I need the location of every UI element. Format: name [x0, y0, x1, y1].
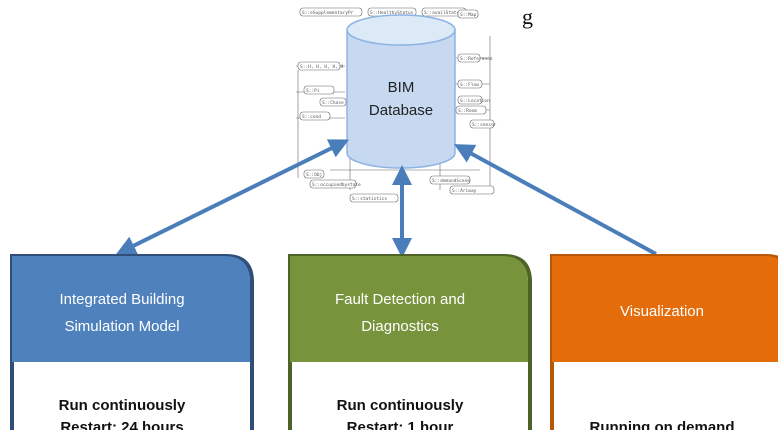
- schema-tag: S::Reference: [457, 53, 493, 63]
- schema-tag-label: S::eSupplementaryPr: [302, 10, 354, 16]
- schema-tag: S::cond: [299, 111, 331, 121]
- card-title-line: Integrated Building: [59, 291, 184, 308]
- card-body-line: Running on demand: [590, 419, 735, 430]
- card-title-line: Fault Detection and: [335, 291, 465, 308]
- schema-tag-label: S::Map: [460, 12, 477, 18]
- bim-database: BIM Database: [346, 14, 456, 169]
- schema-tag: S::occupiedbystate: [309, 179, 361, 189]
- schema-tag-label: S::demandScene: [432, 178, 470, 184]
- card-body-line: Run continuously: [337, 397, 464, 414]
- schema-tag-label: S::Room: [458, 108, 477, 114]
- schema-tag: S::Flow: [457, 79, 483, 89]
- schema-tag: S::Room: [455, 105, 487, 115]
- schema-tag: S::HealthyStatus: [367, 7, 417, 17]
- schema-tag: S::eSupplementaryPr: [299, 7, 363, 17]
- card-body-line: Restart: 24 hours: [60, 419, 183, 430]
- schema-tag: S::sensor: [469, 119, 497, 129]
- header-fragment: g: [522, 4, 533, 29]
- schema-tag: S::Chase: [319, 97, 347, 107]
- card-body-line: Run continuously: [59, 397, 186, 414]
- schema-diagram: S::eSupplementaryPr S::HealthyStatus S::av…: [296, 7, 497, 203]
- schema-tag-label: S::statistics: [352, 196, 388, 202]
- schema-tag-label: S::Obj: [306, 172, 322, 178]
- schema-tag-label: S::sensor: [472, 122, 497, 128]
- schema-tag: S::Map: [457, 9, 479, 19]
- schema-tag-label: S::Chase: [322, 100, 344, 106]
- card-header: [290, 256, 528, 362]
- arrow-visualization: [453, 144, 657, 256]
- arrow-simulation: [115, 139, 350, 255]
- schema-tag: S::Obj: [303, 169, 325, 179]
- schema-tag-label: S::occupiedbystate: [312, 182, 361, 188]
- database-label-line2: Database: [369, 102, 433, 119]
- schema-tag-label: S::availStatus: [424, 10, 462, 16]
- schema-tag-label: S::HealthyStatus: [370, 10, 414, 16]
- database-label-line1: BIM: [388, 79, 415, 96]
- card-title-line: Simulation Model: [64, 318, 179, 335]
- schema-tag: S::Ariway: [449, 185, 495, 195]
- schema-tag: S::Pi: [303, 85, 335, 95]
- card-body-line: Restart: 1 hour: [347, 419, 454, 430]
- schema-tag-label: S::Reference: [460, 56, 493, 62]
- schema-tag: S::H, H, H, H, H: [297, 61, 344, 71]
- schema-tag-label: S::Pi: [306, 88, 320, 94]
- schema-tag-label: S::Ariway: [452, 188, 477, 194]
- card-header: [12, 256, 250, 362]
- card-header: [552, 256, 778, 362]
- schema-tag-label: S::Location: [460, 98, 490, 104]
- schema-tag: S::statistics: [349, 193, 399, 203]
- schema-tag-label: S::H, H, H, H, H: [300, 64, 344, 70]
- schema-tag: S::availStatus: [421, 7, 467, 17]
- schema-tag-label: S::Flow: [460, 82, 479, 88]
- card-title-line: Diagnostics: [361, 318, 439, 335]
- connector-arrows: [115, 139, 657, 258]
- schema-tag-label: S::cond: [302, 114, 321, 120]
- schema-tag: S::demandScene: [429, 175, 471, 185]
- card-title-line: Visualization: [620, 303, 704, 320]
- schema-tag: S::Location: [457, 95, 490, 105]
